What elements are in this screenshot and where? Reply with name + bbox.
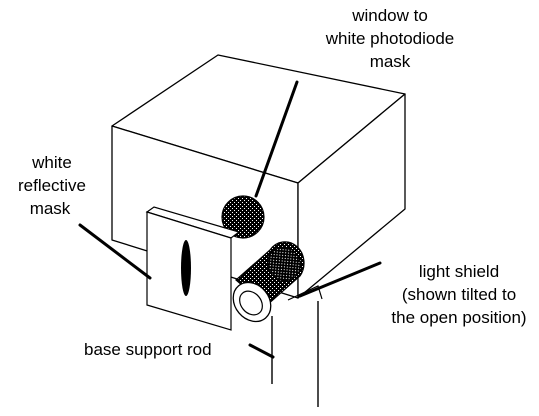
label-shield-line1: light shield bbox=[419, 262, 499, 281]
support-rods bbox=[271, 301, 319, 407]
shield-bracket bbox=[287, 285, 323, 301]
window-circle bbox=[221, 195, 265, 239]
light-shield-rim-inner bbox=[239, 290, 263, 316]
label-reflective-line2: reflective bbox=[18, 176, 86, 195]
label-shield-line2: (shown tilted to bbox=[402, 285, 516, 304]
label-reflective-line3: mask bbox=[30, 199, 71, 218]
leader-window bbox=[254, 80, 299, 198]
leader-reflective-mask bbox=[78, 223, 152, 280]
label-shield-line3: the open position) bbox=[391, 308, 526, 327]
label-window-line3: mask bbox=[370, 52, 411, 71]
label-support-rod: base support rod bbox=[84, 340, 212, 359]
mask-slit bbox=[181, 240, 191, 296]
housing-box bbox=[111, 54, 406, 299]
leader-lines bbox=[78, 80, 382, 359]
light-shield bbox=[232, 241, 323, 323]
label-window-line1: window to bbox=[351, 6, 428, 25]
leader-support-rod bbox=[248, 343, 275, 359]
label-reflective-mask-group: white reflective mask bbox=[18, 153, 86, 218]
label-light-shield-group: light shield (shown tilted to the open p… bbox=[391, 262, 526, 327]
label-reflective-line1: white bbox=[31, 153, 72, 172]
photodiode-window bbox=[221, 195, 265, 239]
leader-light-shield bbox=[298, 261, 382, 298]
label-window-line2: white photodiode bbox=[325, 29, 455, 48]
label-window-group: window to white photodiode mask bbox=[325, 6, 455, 71]
light-shield-top-cap bbox=[266, 246, 302, 282]
